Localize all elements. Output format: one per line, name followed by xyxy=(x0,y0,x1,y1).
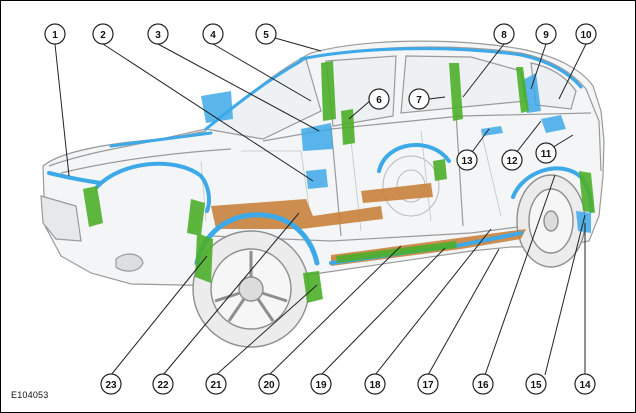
callout-number: 21 xyxy=(210,380,222,391)
callout-12: 12 xyxy=(501,149,523,171)
callout-14: 14 xyxy=(574,373,596,395)
wax-front-arch xyxy=(95,161,211,213)
callout-number: 11 xyxy=(541,149,552,160)
wax-roof-rail xyxy=(299,47,583,89)
rear-hatch xyxy=(585,88,602,172)
callout-number: 19 xyxy=(315,380,327,391)
callout-23: 23 xyxy=(100,373,122,395)
rear-door-line xyxy=(455,112,464,227)
callout-20: 20 xyxy=(258,373,280,395)
callout-2: 2 xyxy=(92,23,114,45)
rear-floor-panel xyxy=(361,183,433,203)
callout-number: 14 xyxy=(579,380,591,391)
callout-number: 8 xyxy=(501,30,507,41)
callout-22: 22 xyxy=(152,373,174,395)
interior-lines xyxy=(200,130,502,232)
callout-6: 6 xyxy=(368,88,390,110)
sealer-rear-door-arch xyxy=(433,159,447,181)
callout-number: 3 xyxy=(155,30,161,41)
callout-9: 9 xyxy=(535,23,557,45)
callouts: 1 2 3 4 5 6 7 xyxy=(44,23,597,395)
callout-number: 17 xyxy=(422,380,434,391)
wax-belt xyxy=(109,131,213,148)
callout-15: 15 xyxy=(525,373,547,395)
sealer-rear-arch xyxy=(579,171,595,213)
wax-cross-member xyxy=(481,126,503,136)
belt-line xyxy=(262,112,592,142)
callout-number: 7 xyxy=(416,95,422,106)
callout-8: 8 xyxy=(493,23,515,45)
callout-number: 10 xyxy=(580,30,592,41)
callout-number: 5 xyxy=(263,30,269,41)
callout-11: 11 xyxy=(535,142,557,164)
hood-crease xyxy=(60,148,232,174)
callout-17: 17 xyxy=(417,373,439,395)
sealer-a-pillar xyxy=(321,61,336,121)
callout-1: 1 xyxy=(44,23,66,45)
callout-number: 23 xyxy=(105,380,117,391)
sealer-areas xyxy=(83,61,595,303)
front-floor-panel xyxy=(211,199,383,229)
callout-number: 1 xyxy=(52,30,58,41)
callout-10: 10 xyxy=(575,23,597,45)
fog-lamp xyxy=(115,253,144,272)
sealer-mud-flap xyxy=(303,271,323,303)
wax-a-pillar xyxy=(204,59,303,131)
callout-19: 19 xyxy=(310,373,332,395)
callout-number: 20 xyxy=(263,380,275,391)
callout-16: 16 xyxy=(472,373,494,395)
callout-number: 9 xyxy=(543,30,549,41)
sealer-front-arch-left xyxy=(83,186,103,227)
callout-number: 6 xyxy=(376,95,382,106)
callout-number: 18 xyxy=(369,380,381,391)
wax-bpillar-lower xyxy=(306,169,328,189)
callout-number: 16 xyxy=(477,380,489,391)
callout-21: 21 xyxy=(205,373,227,395)
wax-dash-panel xyxy=(201,91,233,123)
callout-3: 3 xyxy=(147,23,169,45)
figure-reference-code: E104053 xyxy=(11,390,49,400)
callout-4: 4 xyxy=(202,23,224,45)
sealer-c-pillar xyxy=(449,63,463,121)
callout-13: 13 xyxy=(456,149,478,171)
callout-5: 5 xyxy=(255,23,277,45)
callout-number: 13 xyxy=(461,156,473,167)
callout-number: 12 xyxy=(506,156,518,167)
cavity-wax-fills xyxy=(201,73,591,233)
callout-7: 7 xyxy=(408,88,430,110)
sealer-d-pillar xyxy=(516,67,529,113)
callout-18: 18 xyxy=(364,373,386,395)
sealer-b-pillar xyxy=(341,109,355,145)
wax-quarter-panel xyxy=(541,115,566,133)
wax-b-pillar-panel xyxy=(301,123,333,151)
callout-number: 15 xyxy=(530,380,542,391)
wax-front-door-arch xyxy=(377,143,451,173)
rear-wheel xyxy=(516,174,586,268)
sealer-front-arch-right xyxy=(187,199,205,236)
callout-number: 2 xyxy=(100,30,106,41)
callout-number: 4 xyxy=(210,30,216,41)
sealer-rocker xyxy=(336,241,457,263)
wax-front-wheel-arch xyxy=(194,212,320,266)
sealer-front-wheel-lip xyxy=(195,233,213,283)
grille xyxy=(40,195,82,242)
wax-hood-edge xyxy=(47,171,103,185)
callout-number: 22 xyxy=(157,380,169,391)
